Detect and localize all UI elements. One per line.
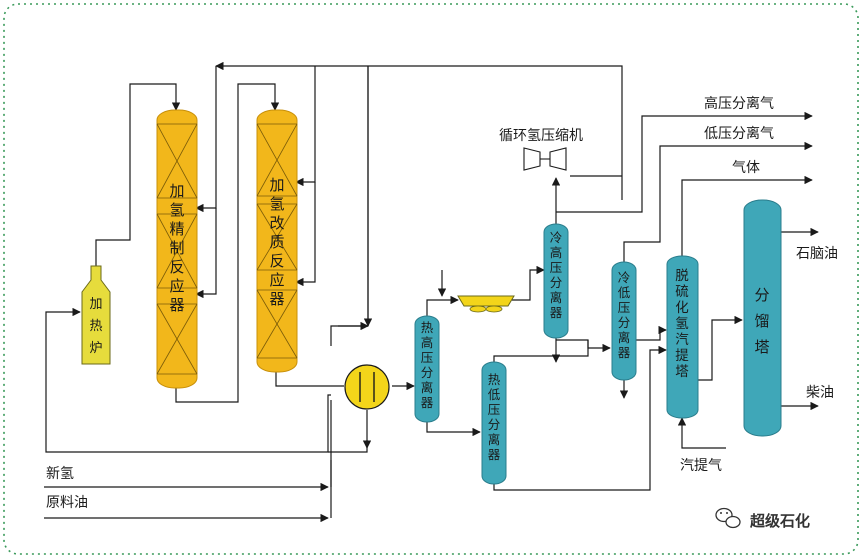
furnace: 加热炉 (81, 265, 111, 365)
cold-lp-separator-label: 冷低压分离器 (618, 270, 631, 360)
furnace-label: 加热炉 (89, 297, 102, 356)
cold-hp-separator: 冷高压分离器 (543, 223, 569, 339)
stream-label-stripping-steam: 汽提气 (680, 458, 722, 474)
stream-label-gas: 气体 (732, 160, 760, 176)
reactor-upgrading: 加氢改质反应器 (256, 109, 298, 373)
hot-lp-separator: 热低压分离器 (481, 361, 507, 485)
stream-label-diesel: 柴油 (806, 385, 834, 401)
fractionator: 分馏塔 (743, 199, 782, 437)
cold-hp-separator-label: 冷高压分离器 (550, 230, 563, 320)
recycle-compressor: 循环氢压缩机 (499, 128, 583, 171)
watermark: 超级石化 (715, 507, 810, 530)
stream-label-fresh-h2: 新氢 (46, 466, 74, 482)
recycle-compressor-label: 循环氢压缩机 (499, 128, 583, 144)
piping (44, 61, 819, 523)
watermark-text: 超级石化 (749, 512, 810, 530)
stream-label-hp-gas: 高压分离气 (704, 95, 774, 112)
diagram-frame (3, 3, 859, 555)
heat-exchanger (344, 364, 390, 410)
stream-label-lp-gas: 低压分离气 (704, 125, 774, 142)
air-cooler (457, 295, 515, 313)
cold-lp-separator: 冷低压分离器 (611, 261, 637, 381)
stream-label-naphtha: 石脑油 (796, 246, 838, 262)
fractionator-label: 分馏塔 (754, 286, 769, 356)
hot-hp-separator-label: 热高压分离器 (421, 320, 434, 410)
hot-lp-separator-label: 热低压分离器 (488, 372, 501, 462)
reactor-refining: 加氢精制反应器 (156, 109, 198, 389)
h2s-stripper-label: 脱硫化氢汽提塔 (675, 268, 689, 380)
wechat-icon (715, 507, 741, 529)
hot-hp-separator: 热高压分离器 (414, 315, 440, 423)
reactor-upgrading-label: 加氢改质反应器 (269, 176, 284, 308)
reactor-refining-label: 加氢精制反应器 (169, 182, 184, 314)
h2s-stripper: 脱硫化氢汽提塔 (666, 255, 699, 419)
stream-label-feed-oil: 原料油 (46, 495, 88, 511)
